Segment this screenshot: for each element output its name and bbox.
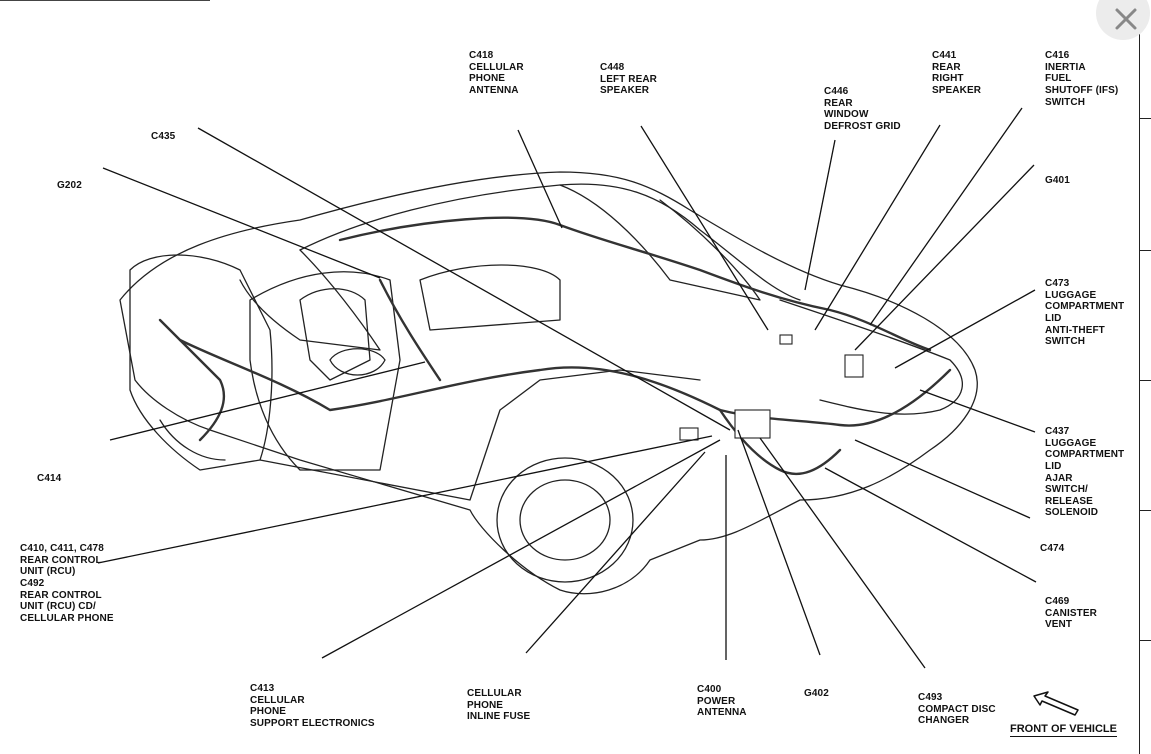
leader-c435 [197,127,731,431]
front-seat [299,288,371,381]
label-c474: C474 [1040,543,1065,555]
rear-wheel [496,457,634,583]
label-g202: G202 [57,180,82,192]
windshield [239,249,381,351]
frame-tick [1139,510,1151,511]
leader-c474 [854,439,1031,519]
roof-line [299,183,801,301]
frame-tick [1139,250,1151,251]
leader-c413 [321,439,721,659]
leader-c416 [869,107,1023,326]
fuse-module [679,427,699,441]
leader-fuse [525,451,706,654]
label-c435: C435 [151,131,176,143]
trunk-lid [779,299,963,415]
leader-c493 [759,437,926,669]
harness-main [178,338,952,427]
car-body-outline [119,171,978,595]
rcu-module [734,409,771,439]
body-side [259,369,701,501]
leader-g402 [737,429,821,656]
leader-c437 [919,389,1036,433]
label-g401: G401 [1045,175,1070,187]
open-rear-door [249,271,401,471]
steering-wheel [329,348,386,376]
label-g402: G402 [804,688,829,700]
rear-seat [419,264,561,331]
leader-c469 [824,467,1037,583]
leader-g202 [102,167,381,279]
harness-door [158,318,226,442]
front-wheel [159,419,226,461]
rear-wheel-hub [519,479,611,561]
front-of-vehicle-label: FRONT OF VEHICLE [1010,723,1117,737]
leader-c410 [97,435,713,564]
close-icon [1115,8,1137,30]
leader-c418 [517,129,563,229]
leader-c414 [109,361,426,441]
canister-module [844,354,864,378]
rear-window [559,184,761,301]
leader-c446 [804,139,836,291]
page-frame-edge [1139,0,1140,754]
frame-tick [1139,640,1151,641]
harness-roof [338,216,932,352]
leader-c441 [814,124,941,331]
top-rule [0,0,210,1]
frame-tick [1139,380,1151,381]
leader-g401 [854,164,1035,351]
leader-c473 [894,289,1036,369]
frame-tick [1139,118,1151,119]
harness-pillar [378,278,442,382]
open-front-door [129,254,273,471]
front-arrow-icon [1033,691,1079,716]
leader-c448 [640,125,769,331]
label-c414: C414 [37,473,62,485]
speaker-module [779,334,793,345]
